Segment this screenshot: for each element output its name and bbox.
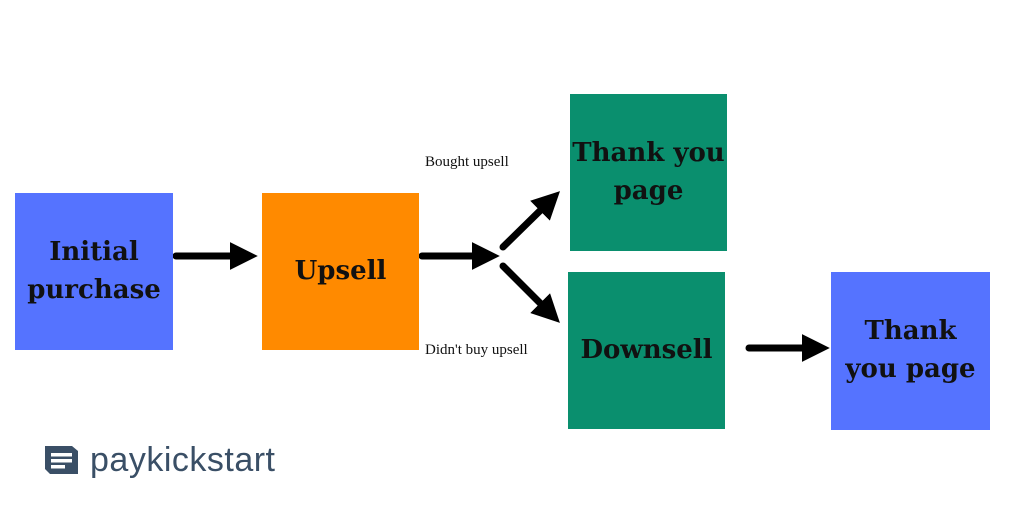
edge-label-bought-upsell: Bought upsell (425, 154, 509, 170)
node-initial-purchase-line1: Initial (49, 236, 139, 267)
node-thank-you-right-line1: Thank (864, 316, 957, 347)
paykickstart-logo-text: paykickstart (90, 441, 276, 479)
node-thank-you-top-line1: Thank you (572, 137, 725, 168)
arrow-branch-to-thank-you (499, 191, 560, 251)
node-initial-purchase: Initial purchase (15, 193, 173, 350)
node-upsell: Upsell (262, 193, 419, 350)
node-downsell: Downsell (568, 272, 725, 429)
node-upsell-label: Upsell (294, 255, 387, 286)
node-downsell-label: Downsell (580, 334, 713, 365)
paykickstart-logo-icon (45, 446, 78, 474)
node-initial-purchase-line2: purchase (27, 274, 161, 305)
arrow-branch-to-downsell (499, 262, 560, 323)
edge-label-didnt-buy-upsell: Didn't buy upsell (425, 342, 528, 358)
node-thank-you-top-line2: page (613, 175, 684, 206)
node-thank-you-right: Thank you page (831, 272, 990, 430)
node-thank-you-right-line2: you page (845, 354, 976, 384)
paykickstart-logo: paykickstart (42, 438, 276, 482)
node-thank-you-top: Thank you page (570, 94, 727, 251)
